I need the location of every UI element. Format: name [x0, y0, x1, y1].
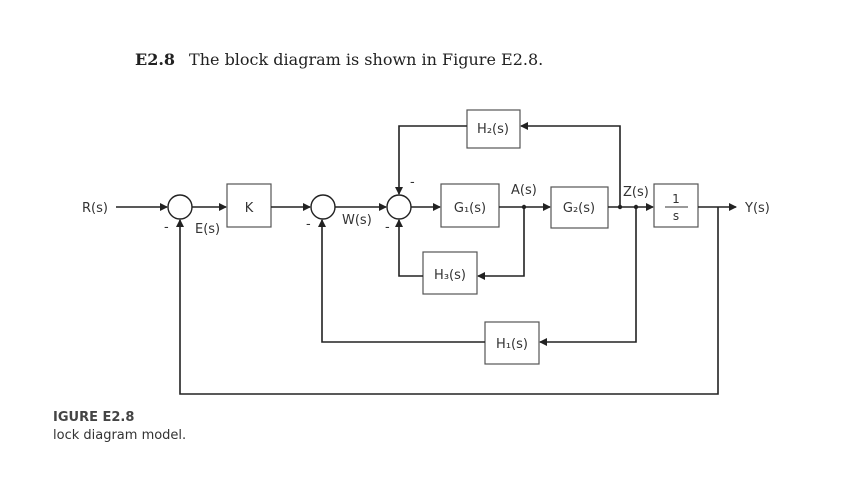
h1-feedback-out [318, 219, 485, 343]
label-r: R(s) [82, 201, 108, 216]
h1-feedback-in [539, 207, 637, 346]
integrator-denominator: s [673, 209, 679, 223]
label-y: Y(s) [744, 201, 770, 216]
problem-number: E2.8 [135, 50, 176, 69]
label-e: E(s) [195, 222, 220, 237]
block-integrator [653, 183, 699, 228]
label-z: Z(s) [623, 185, 649, 200]
block-g1 [440, 183, 500, 228]
block-g2-label: G₂(s) [563, 201, 595, 216]
minus-sign-3-top: - [410, 175, 415, 190]
figure-caption-title: IGURE E2.8 [53, 410, 135, 425]
label-w: W(s) [342, 213, 372, 228]
integrator-numerator: 1 [672, 192, 680, 206]
unity-feedback [176, 207, 719, 395]
block-h1 [484, 321, 540, 365]
summing-junction-1 [167, 194, 193, 220]
block-k [226, 183, 272, 228]
figure-caption-text: lock diagram model. [53, 428, 187, 443]
h3-feedback-in [477, 207, 525, 280]
block-h3-label: H₃(s) [434, 268, 466, 283]
minus-sign-1: - [164, 220, 169, 235]
block-h1-label: H₁(s) [496, 337, 528, 352]
block-h2-label: H₂(s) [477, 122, 509, 137]
summing-junction-3 [386, 194, 412, 220]
h2-feedback-out [395, 125, 467, 195]
block-h3 [422, 251, 478, 295]
summing-junction-2 [310, 194, 336, 220]
problem-statement: E2.8 The block diagram is shown in Figure… [135, 50, 543, 69]
h3-feedback-out [395, 219, 423, 277]
problem-text: The block diagram is shown in Figure E2.… [189, 50, 544, 69]
block-k-label: K [245, 201, 254, 216]
minus-sign-3-bottom: - [385, 220, 390, 235]
minus-sign-2: - [306, 217, 311, 232]
label-a: A(s) [511, 183, 537, 198]
h2-feedback-in [520, 122, 621, 207]
block-g1-label: G₁(s) [454, 201, 486, 216]
block-h2 [466, 109, 521, 149]
